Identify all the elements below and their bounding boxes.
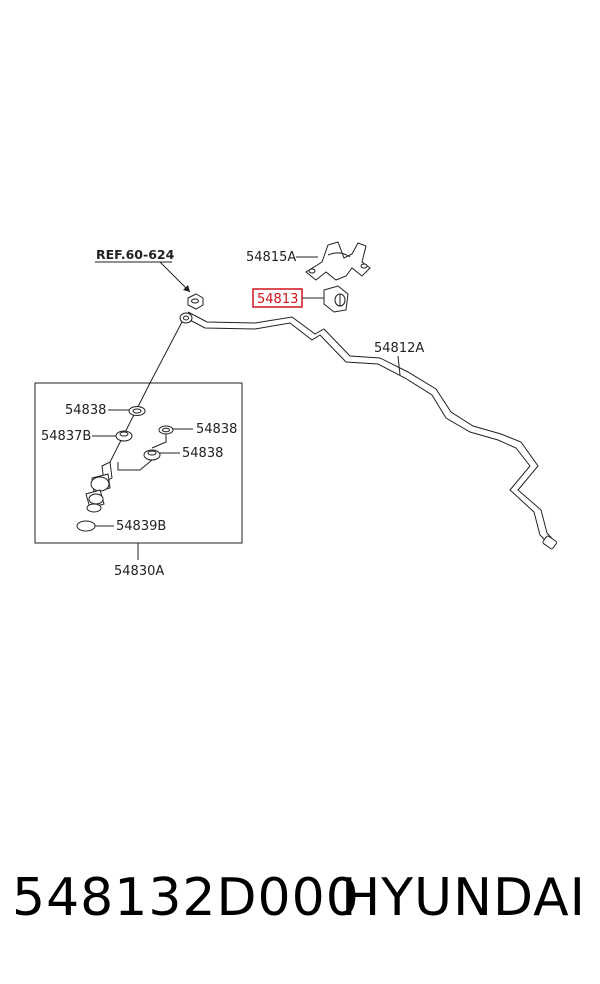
link-axis-line (103, 382, 151, 475)
washer-c-icon (143, 449, 161, 461)
ball-joint-icon (85, 461, 113, 513)
cap-b-label: 54839B (116, 519, 166, 534)
ref-arrowhead (183, 285, 190, 292)
stabilizer-bar-label: 54812A (374, 341, 424, 356)
footer: 548132D000 HYUNDAI (0, 868, 600, 958)
washer-b-icon (158, 425, 174, 435)
bushing-b-icon (115, 430, 133, 442)
ref-label: REF.60-624 (96, 247, 175, 262)
part-number: 548132D000 (12, 868, 360, 928)
ref-leader (159, 261, 191, 293)
stabilizer-bar-leader (397, 355, 401, 376)
parts-diagram: REF.60-624 54815A 54813 54812A (34, 241, 557, 579)
bracket-icon (305, 241, 371, 281)
cap-b-icon (76, 520, 96, 532)
washer-b-label: 54838 (196, 422, 237, 437)
link-center-line (149, 321, 183, 384)
nut-icon (187, 293, 204, 310)
washer-a-icon (128, 406, 146, 416)
washer-a-label: 54838 (65, 403, 106, 418)
washer-c-label: 54838 (182, 446, 223, 461)
bushing-icon (323, 285, 349, 313)
bushing-b-label: 54837B (41, 429, 91, 444)
bar-end-eye-icon (179, 312, 193, 324)
link-assy-label: 54830A (114, 564, 164, 579)
brand-name: HYUNDAI (341, 868, 586, 928)
bracket-label: 54815A (246, 250, 296, 265)
bar-end-tip-icon (542, 535, 557, 550)
link-joint-lines (117, 434, 167, 471)
bushing-label[interactable]: 54813 (257, 292, 298, 307)
stabilizer-bar (185, 311, 557, 546)
